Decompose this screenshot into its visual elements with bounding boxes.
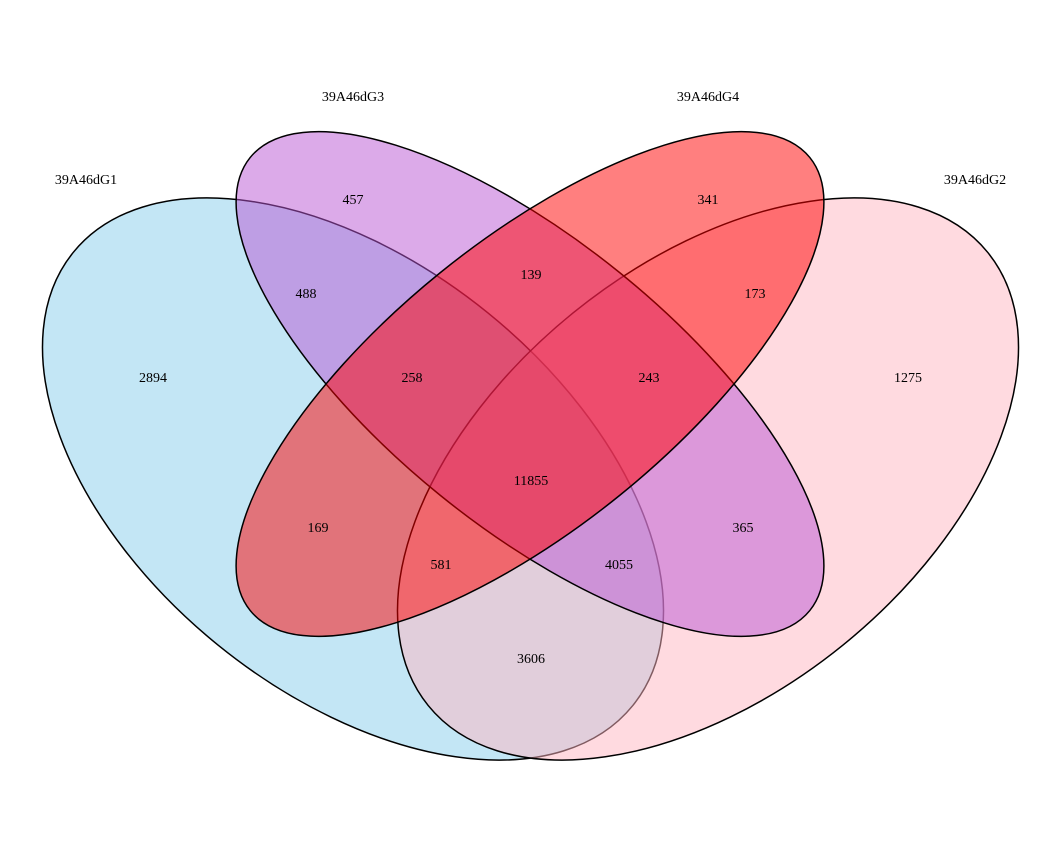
region-count: 457 [343,193,364,208]
set-label: 39A46dG1 [55,173,117,188]
region-count: 11855 [514,474,548,489]
region-count: 4055 [605,558,633,573]
set-ellipse-39a46dg4 [235,130,825,638]
region-count: 581 [431,558,452,573]
region-count: 3606 [517,652,545,667]
set-label: 39A46dG3 [322,90,384,105]
region-count: 173 [745,287,766,302]
region-count: 258 [402,371,423,386]
region-count: 169 [308,521,329,536]
set-label: 39A46dG2 [944,173,1006,188]
region-count: 1275 [894,371,922,386]
region-count: 243 [639,371,660,386]
region-count: 139 [521,268,542,283]
set-label: 39A46dG4 [677,90,739,105]
region-count: 341 [698,193,719,208]
region-count: 488 [296,287,317,302]
region-count: 365 [733,521,754,536]
region-count: 2894 [139,371,167,386]
